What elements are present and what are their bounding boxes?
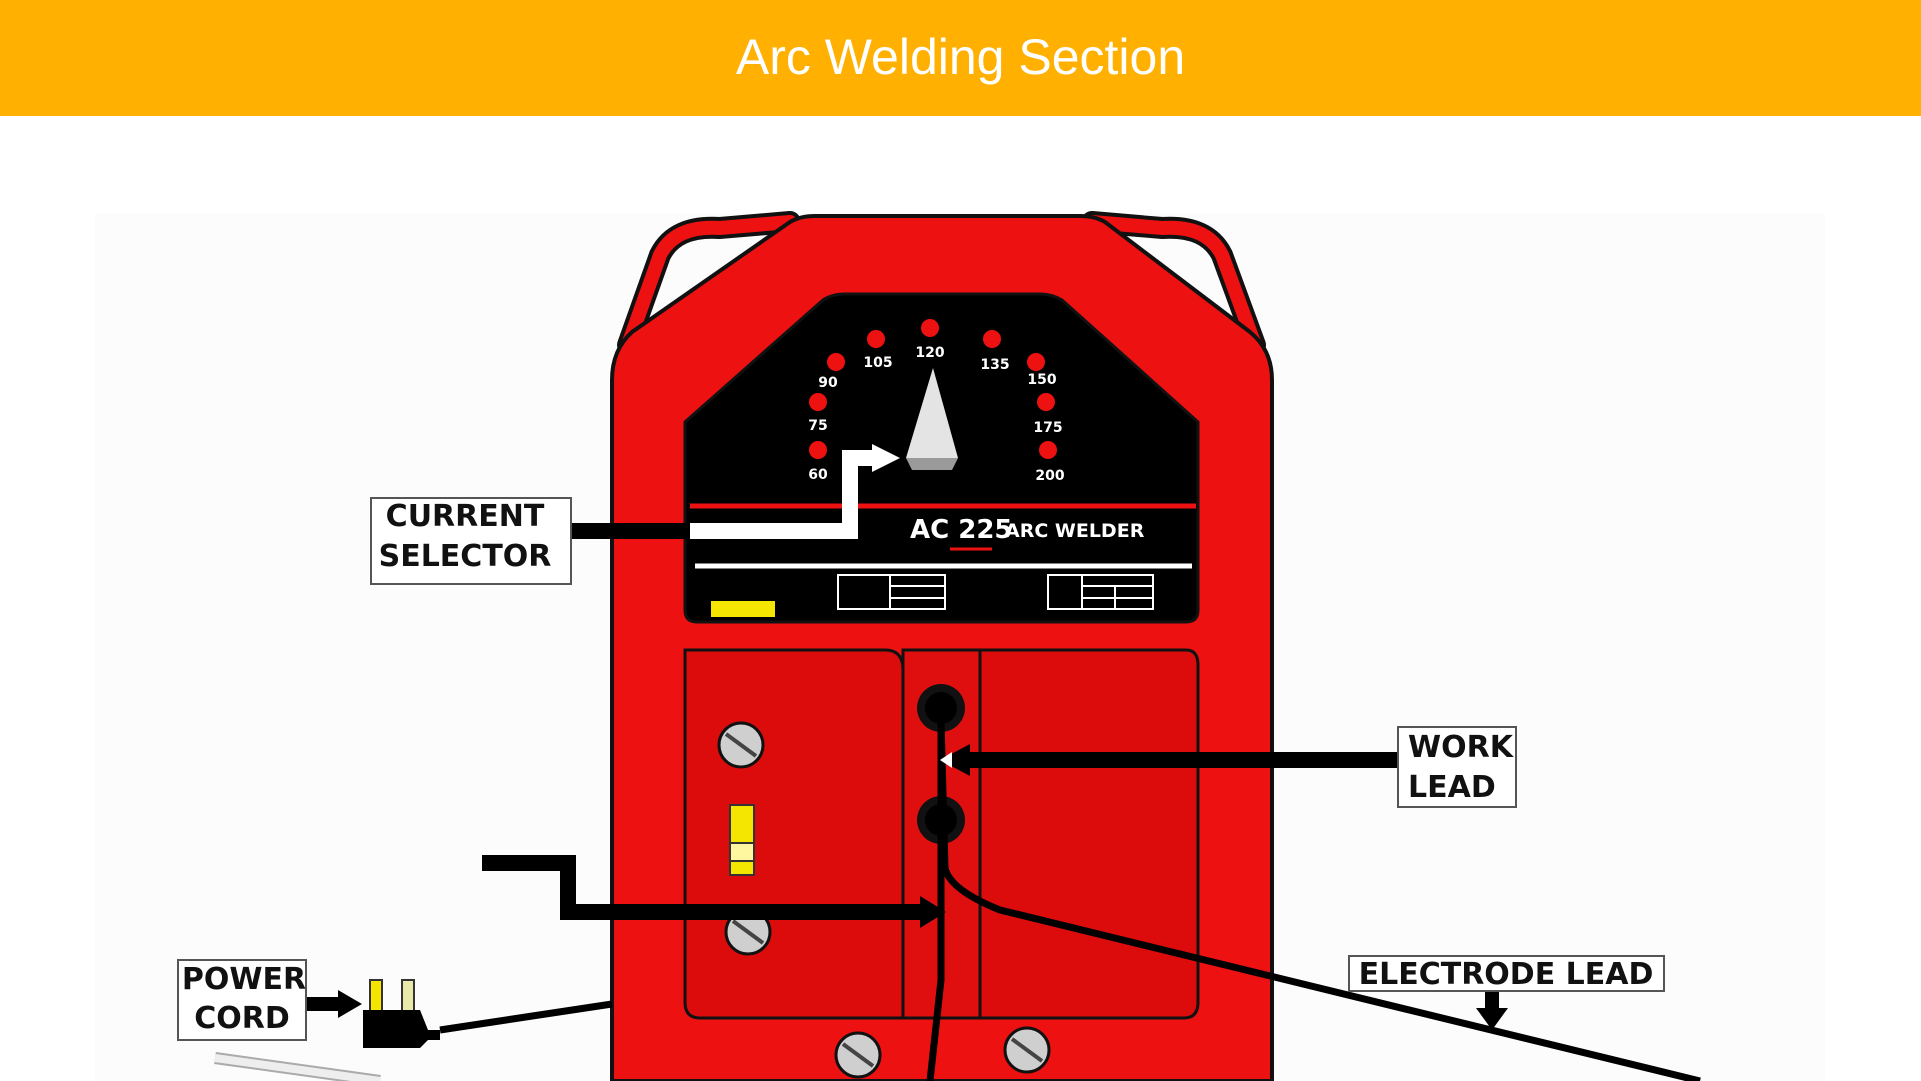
dial-label: 105 bbox=[863, 355, 892, 371]
screw-icon bbox=[834, 1031, 882, 1079]
svg-text:CORD: CORD bbox=[194, 1001, 290, 1036]
svg-text:ELECTRODE LEAD: ELECTRODE LEAD bbox=[1359, 957, 1654, 992]
dial-label: 90 bbox=[818, 375, 838, 391]
right-lower-panel bbox=[978, 648, 1200, 1020]
screw-icon bbox=[717, 721, 765, 769]
work-cable bbox=[926, 720, 945, 1081]
left-lower-panel bbox=[683, 648, 905, 1020]
work-lead-label: WORK LEAD bbox=[1397, 726, 1517, 808]
model-name: AC 225 bbox=[910, 515, 1013, 545]
svg-text:SELECTOR: SELECTOR bbox=[379, 539, 552, 574]
current-dial: 60 75 90 105 120 135 150 175 200 bbox=[808, 319, 1065, 484]
yellow-indicator bbox=[711, 601, 775, 617]
rating-plate-right bbox=[1047, 574, 1154, 610]
svg-text:WORK: WORK bbox=[1408, 730, 1515, 765]
svg-text:CURRENT: CURRENT bbox=[386, 499, 545, 534]
dial-label: 60 bbox=[808, 467, 828, 483]
model-subtitle: ARC WELDER bbox=[1005, 520, 1145, 542]
electrode-arrow bbox=[482, 855, 946, 928]
svg-text:POWER: POWER bbox=[182, 962, 306, 997]
power-cable bbox=[439, 1000, 613, 1034]
rating-plate-left bbox=[837, 574, 946, 610]
svg-text:LEAD: LEAD bbox=[1408, 770, 1496, 805]
plug-icon bbox=[363, 979, 440, 1048]
dial-label: 135 bbox=[980, 357, 1009, 373]
current-selector-label: CURRENT SELECTOR bbox=[370, 497, 572, 585]
dial-pointer bbox=[906, 368, 958, 458]
current-selector-arrow bbox=[568, 444, 900, 539]
dial-label: 175 bbox=[1033, 420, 1062, 436]
work-lead-arrow bbox=[940, 744, 1400, 776]
electrode-lead-arrow bbox=[1476, 992, 1508, 1030]
screw-icon bbox=[1003, 1026, 1051, 1074]
screw-icon bbox=[724, 908, 772, 956]
page-title: Arc Welding Section bbox=[735, 29, 1186, 85]
electrode-cable bbox=[937, 719, 1701, 1081]
electrode-lead-label: ELECTRODE LEAD bbox=[1348, 955, 1665, 992]
power-cord-arrow bbox=[305, 990, 362, 1018]
dial-label: 150 bbox=[1027, 372, 1056, 388]
title-bar: Arc Welding Section bbox=[0, 0, 1921, 116]
dial-label: 120 bbox=[915, 345, 944, 361]
dial-label: 200 bbox=[1035, 468, 1064, 484]
dial-label: 75 bbox=[808, 418, 827, 434]
fuse-icon bbox=[729, 804, 755, 876]
power-cord-label: POWER CORD bbox=[177, 959, 307, 1041]
